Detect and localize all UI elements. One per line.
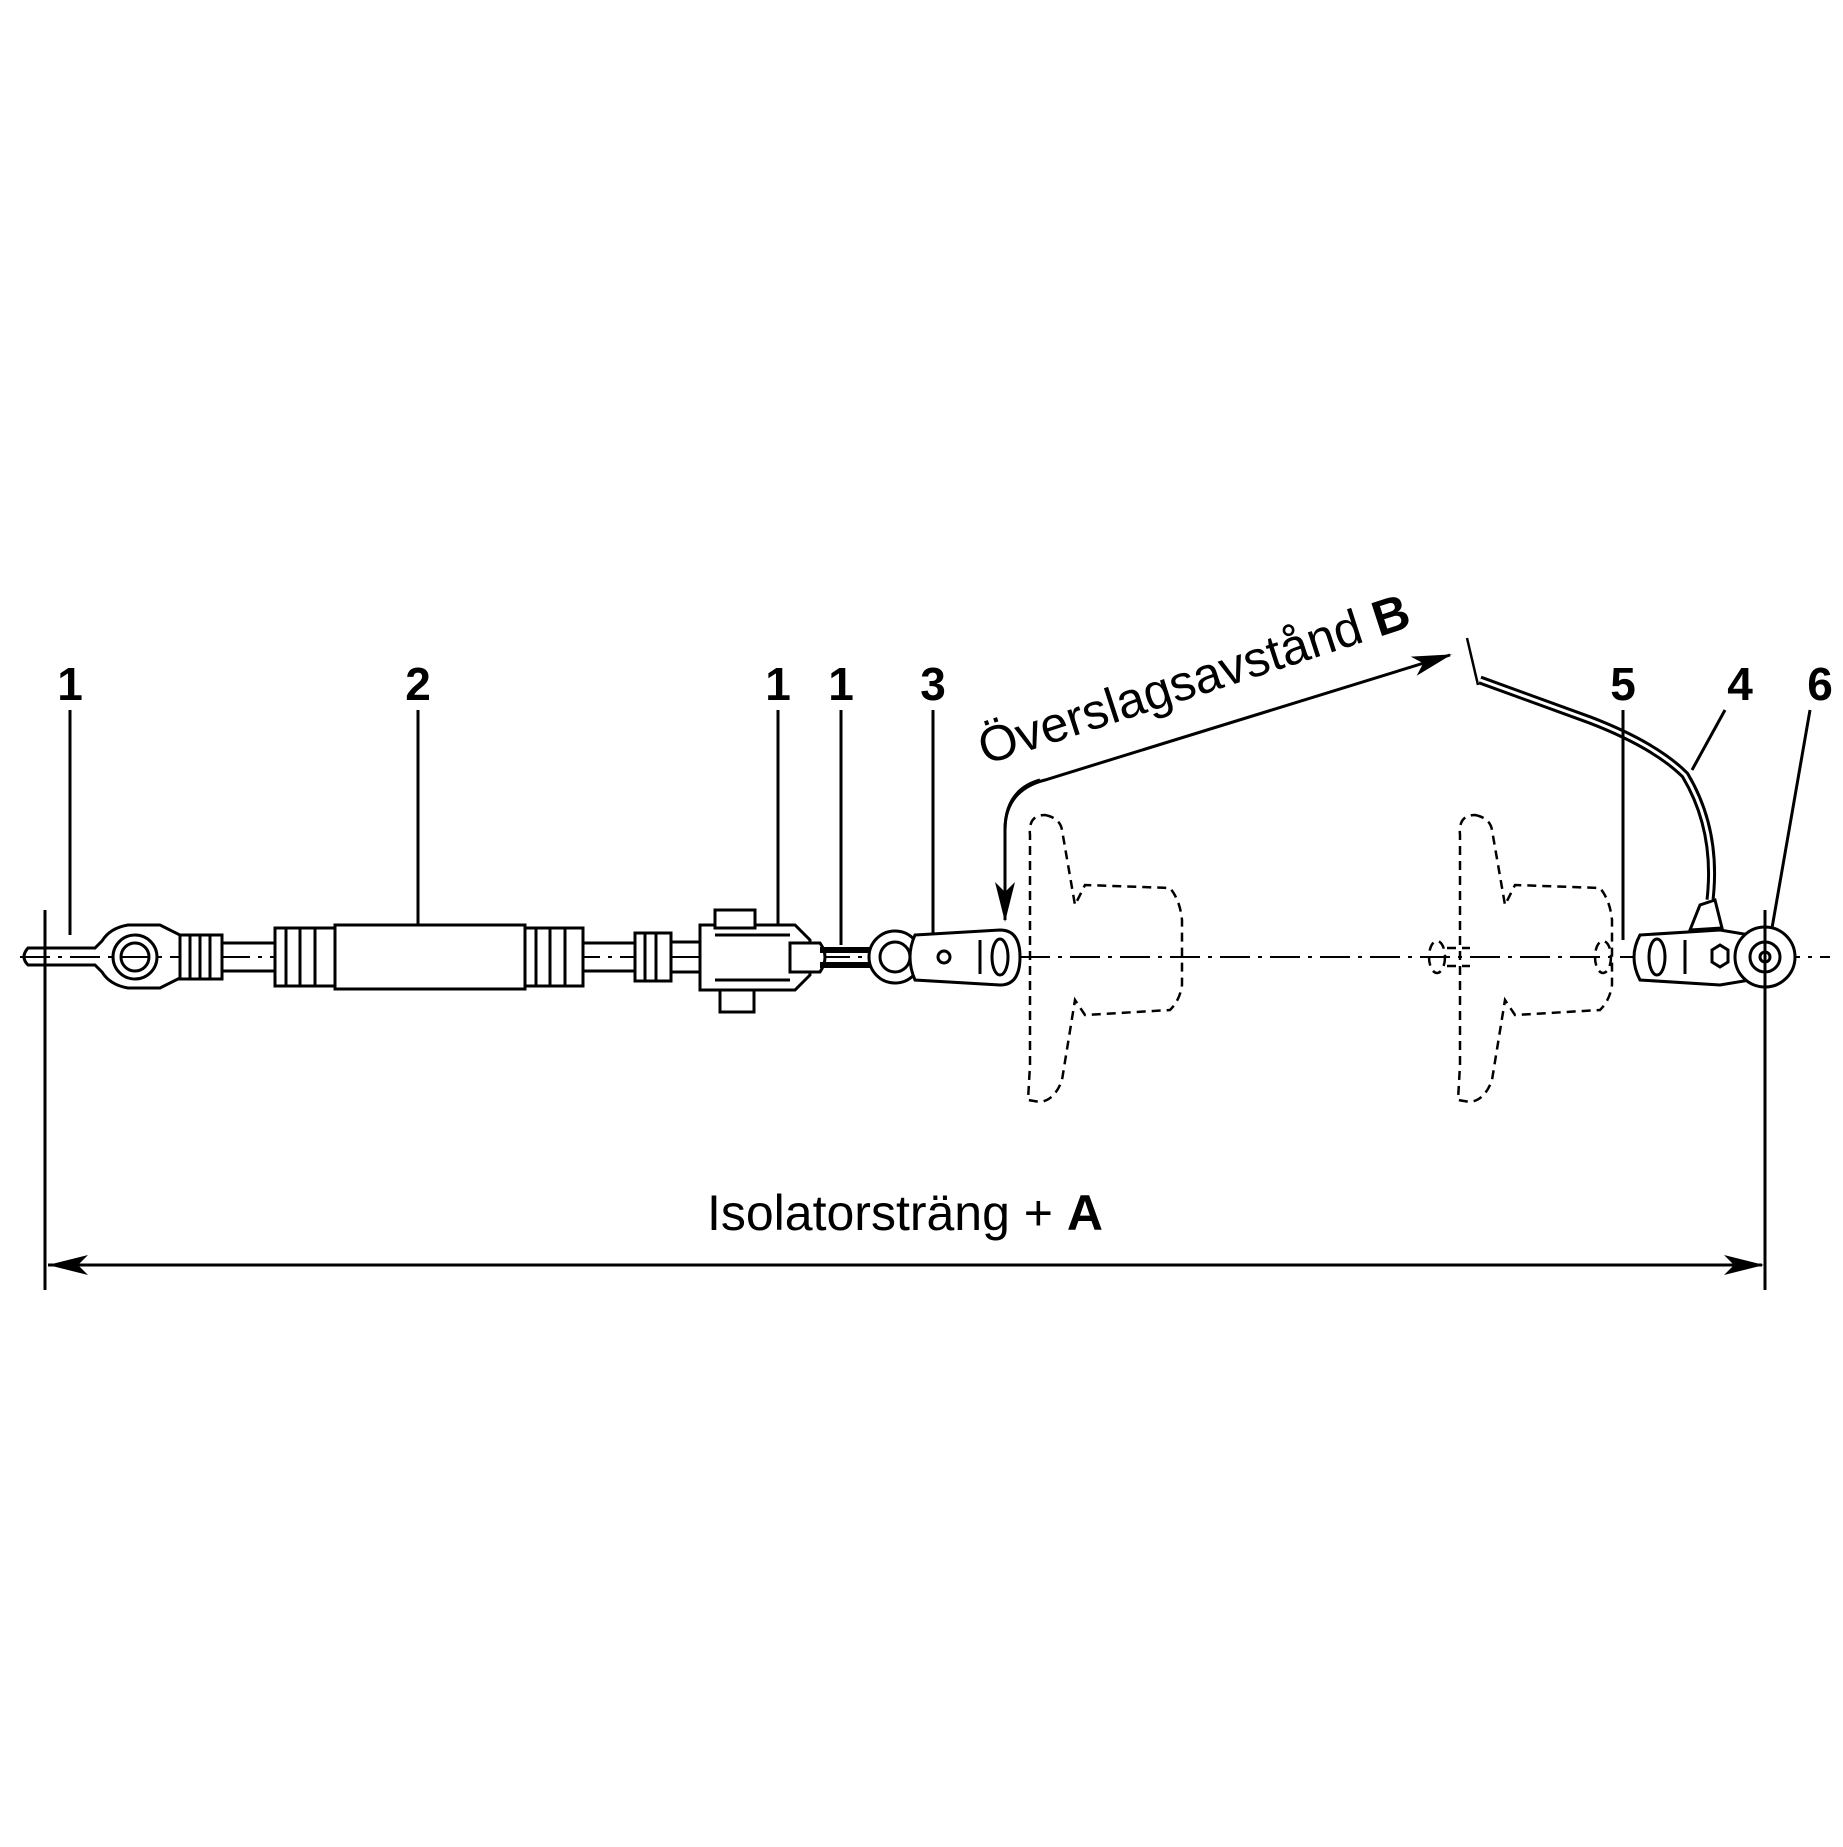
callout-6: 6 <box>1807 658 1833 710</box>
leader-6 <box>1770 709 1812 929</box>
insulator-disc-2 <box>1427 813 1614 1104</box>
leader-4 <box>1690 709 1727 771</box>
callout-3: 3 <box>920 658 946 710</box>
flashover-label: Överslagsavstånd B <box>971 583 1416 775</box>
socket-tongue <box>908 928 1022 987</box>
arcing-horn <box>1478 675 1717 901</box>
dimension-a-label: Isolatorsträng + A <box>707 1185 1103 1241</box>
dimension-a-arrow-left <box>48 1255 88 1275</box>
turnbuckle <box>273 923 635 991</box>
callout-1-left: 1 <box>57 658 83 710</box>
callout-2: 2 <box>405 658 431 710</box>
callout-1-mid-b: 1 <box>828 658 854 710</box>
horn-tip-mark <box>1465 637 1480 686</box>
left-eye-rod <box>22 923 275 990</box>
clevis-assembly <box>633 908 827 1014</box>
yoke-plate <box>1632 898 1764 987</box>
flashover-arrow-down <box>995 778 1041 922</box>
callout-1-mid-a: 1 <box>765 658 791 710</box>
insulator-disc-1 <box>1026 813 1184 1104</box>
callout-5: 5 <box>1610 658 1636 710</box>
callout-4: 4 <box>1727 658 1753 710</box>
